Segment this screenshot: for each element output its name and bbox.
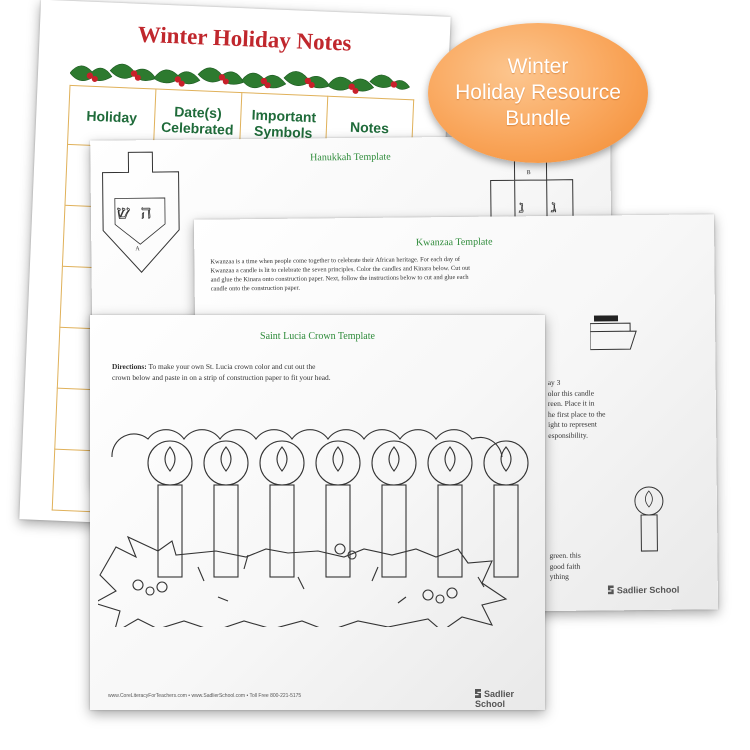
directions-label: Directions: — [112, 362, 147, 371]
saint-lucia-template-sheet: Saint Lucia Crown Template Directions: T… — [90, 315, 545, 710]
resource-bundle-badge: Winter Holiday Resource Bundle — [428, 23, 648, 163]
day-line: esponsibility. — [548, 430, 588, 440]
lucia-logo: Sadlier School — [475, 689, 545, 709]
kwanzaa-logo: Sadlier School — [608, 584, 680, 596]
dreidel-icon: ש ה A — [102, 151, 180, 273]
dreidel-letter-shin: ש — [117, 202, 130, 223]
kwanzaa-bottom-text: green. this good faith ything — [549, 550, 619, 582]
sadlier-logo-icon — [475, 689, 481, 698]
hanukkah-template-sheet: Hanukkah Template ש ה A B נ ג — [90, 135, 614, 486]
marker-b: B — [527, 170, 531, 176]
dreidel-letter-nun: נ — [519, 197, 524, 216]
kwanzaa-title: Kwanzaa Template — [415, 236, 493, 249]
column-header-holiday: Holiday — [67, 85, 156, 148]
directions-text: To make your own St. Lucia crown color a… — [112, 362, 331, 382]
sadlier-logo-icon — [608, 585, 614, 594]
badge-line-1: Winter — [507, 55, 569, 78]
lucia-title: Saint Lucia Crown Template — [260, 331, 375, 342]
kwanzaa-day-instructions: ay 3 olor this candle reen. Place it in … — [548, 377, 629, 441]
lucia-logo-text: Sadlier School — [475, 689, 515, 709]
kwanzaa-logo-text: Sadlier School — [616, 584, 680, 596]
badge-line-2: Holiday Resource — [455, 81, 621, 104]
candle-icon — [634, 486, 664, 552]
marker-a: A — [135, 246, 140, 252]
dreidel-letter-gimel: ג — [551, 197, 556, 216]
bottom-line: green. this — [549, 550, 581, 561]
badge-line-3: Bundle — [505, 107, 571, 130]
bottom-line: ything — [549, 571, 569, 582]
kinara-boat-icon — [589, 315, 637, 351]
holly-garland-icon — [69, 63, 411, 94]
kwanzaa-template-sheet: Kwanzaa Template Kwanzaa is a time when … — [193, 214, 719, 615]
dreidel-letter-hei: ה — [141, 202, 152, 223]
lucia-footer-urls: www.CoreLiteracyForTeachers.com • www.Sa… — [108, 693, 302, 699]
winter-holiday-notes-sheet: Winter Holiday Notes Holiday Date(s) Cel… — [19, 0, 451, 537]
lucia-directions: Directions: To make your own St. Lucia c… — [112, 362, 332, 383]
lucia-crown-icon — [98, 429, 529, 627]
badge-text: Winter Holiday Resource Bundle — [455, 54, 621, 132]
bottom-line: good faith — [549, 561, 581, 571]
kwanzaa-body-text: Kwanzaa is a time when people come toget… — [210, 255, 471, 293]
